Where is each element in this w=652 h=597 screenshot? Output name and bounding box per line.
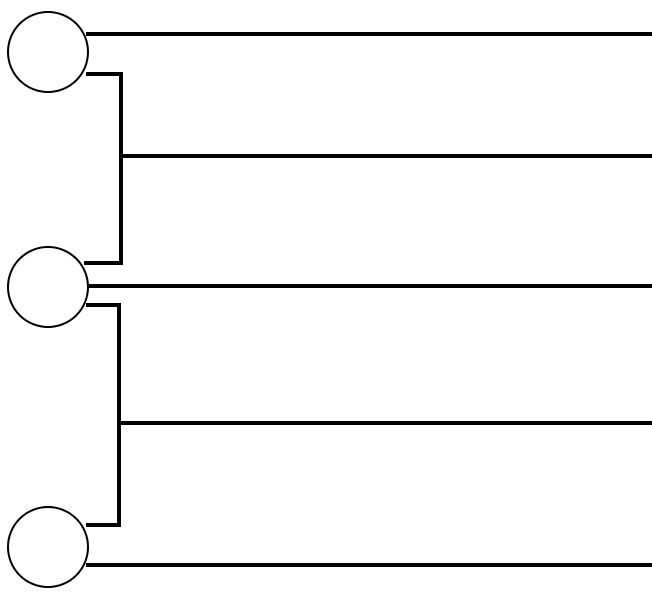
node-circle-1 bbox=[7, 11, 89, 93]
node-circle-3 bbox=[7, 506, 89, 588]
connector-2 bbox=[86, 303, 121, 527]
connector-1 bbox=[84, 72, 123, 265]
node-circle-2 bbox=[7, 246, 89, 328]
